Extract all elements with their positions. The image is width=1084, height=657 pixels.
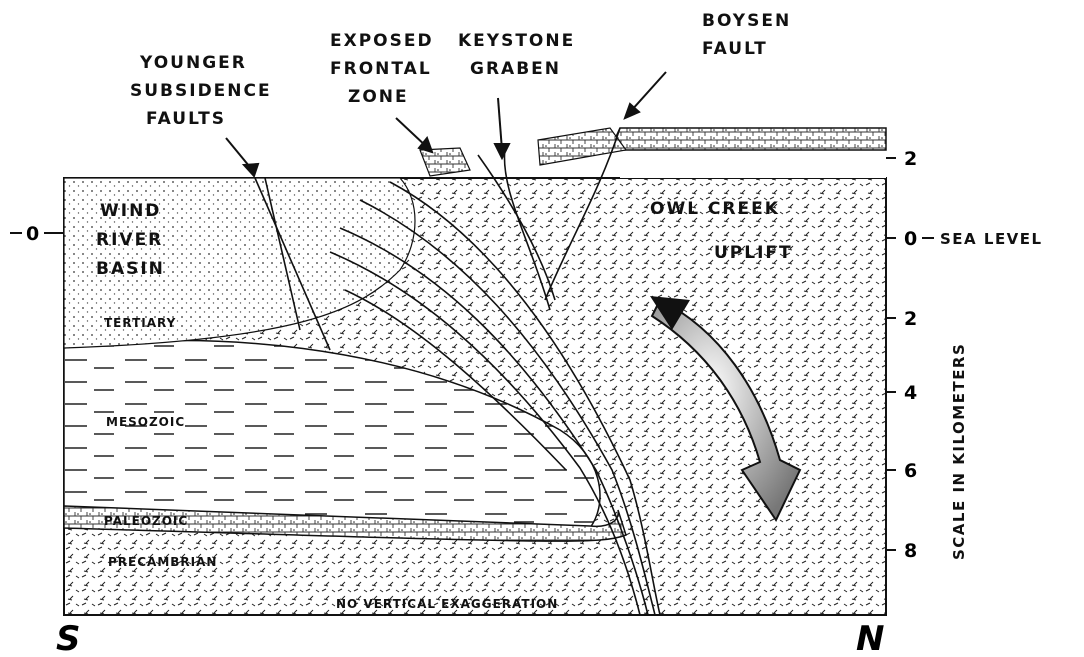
label-precambrian: PRECAMBRIAN xyxy=(108,555,217,569)
label-keystone-graben: KEYSTONE GRABEN xyxy=(458,31,575,79)
left-axis-tick-0: 0 xyxy=(26,223,39,245)
label-subsidence: SUBSIDENCE xyxy=(130,81,272,101)
label-zone: ZONE xyxy=(348,87,409,107)
label-wind-river-basin: WIND RIVER BASIN xyxy=(96,201,165,279)
label-exposed-frontal-zone: EXPOSED FRONTAL ZONE xyxy=(330,31,434,107)
label-boysen: BOYSEN xyxy=(702,11,791,31)
label-exposed: EXPOSED xyxy=(330,31,434,51)
label-younger: YOUNGER xyxy=(139,53,247,73)
sea-level-label: SEA LEVEL xyxy=(940,230,1043,248)
direction-south: S xyxy=(56,619,81,657)
label-uplift: UPLIFT xyxy=(714,243,793,263)
right-axis-tick-6: 6 xyxy=(904,460,917,482)
label-boysen-fault: BOYSEN FAULT xyxy=(702,11,791,59)
label-keystone: KEYSTONE xyxy=(458,31,575,51)
label-no-vertical-exaggeration: NO VERTICAL EXAGGERATION xyxy=(336,597,558,611)
left-axis: 0 xyxy=(10,223,64,245)
label-graben: GRABEN xyxy=(470,59,561,79)
label-mesozoic: MESOZOIC xyxy=(106,415,185,429)
label-river: RIVER xyxy=(96,230,163,250)
label-frontal: FRONTAL xyxy=(330,59,432,79)
label-owl-creek: OWL CREEK xyxy=(650,199,780,219)
label-younger-subsidence-faults: YOUNGER SUBSIDENCE FAULTS xyxy=(130,53,272,129)
right-axis: 2 0 2 4 6 8 SEA LEVEL SCALE IN KILOMETER… xyxy=(886,148,1043,562)
scale-axis-title: SCALE IN KILOMETERS xyxy=(950,343,968,560)
label-tertiary: TERTIARY xyxy=(104,316,176,330)
right-axis-tick-2-above: 2 xyxy=(904,148,917,170)
label-faults: FAULTS xyxy=(146,109,226,129)
label-wind: WIND xyxy=(100,201,161,221)
label-paleozoic: PALEOZOIC xyxy=(104,514,188,528)
right-axis-tick-0: 0 xyxy=(904,228,917,250)
right-axis-tick-4: 4 xyxy=(904,382,917,404)
right-axis-tick-2: 2 xyxy=(904,308,917,330)
label-basin: BASIN xyxy=(96,259,165,279)
direction-north: N xyxy=(856,619,884,657)
label-fault: FAULT xyxy=(702,39,768,59)
right-axis-tick-8: 8 xyxy=(904,540,917,562)
